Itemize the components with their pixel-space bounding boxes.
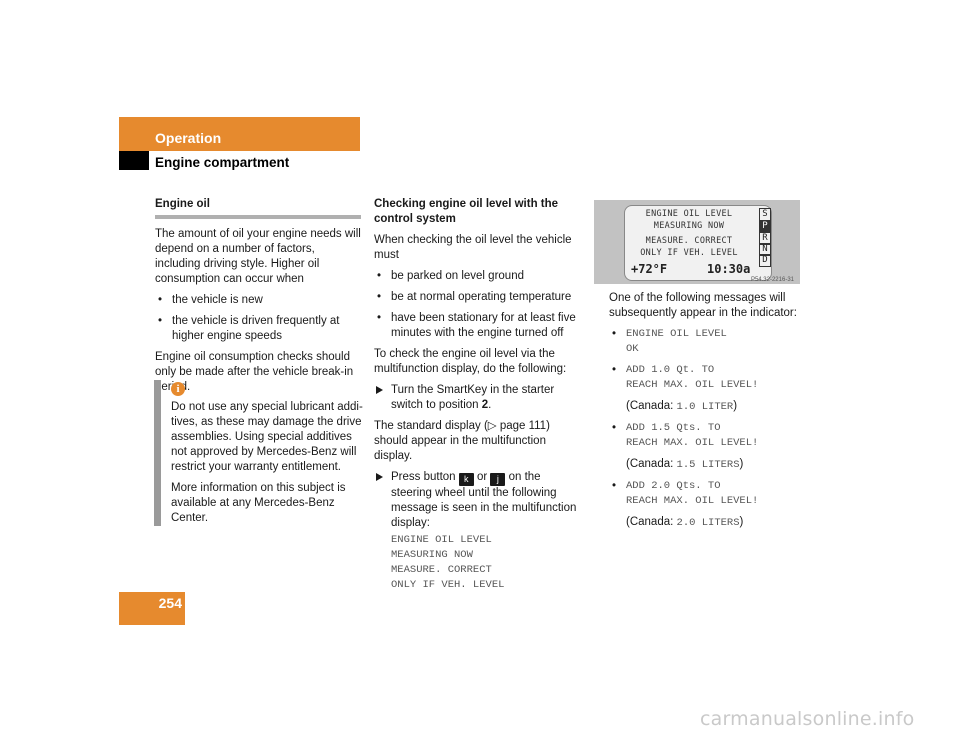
step-text: on the steering wheel until the followin… xyxy=(391,471,577,529)
message-line: ADD 1.0 Qt. TO xyxy=(626,364,715,376)
step-1: Turn the SmartKey in the starter switch … xyxy=(374,383,582,413)
engine-oil-heading: Engine oil xyxy=(155,197,361,219)
lcd-screen: ENGINE OIL LEVEL MEASURING NOW MEASURE. … xyxy=(624,205,772,281)
key-position: 2 xyxy=(481,399,489,411)
clock-readout: 10:30a xyxy=(707,262,751,276)
list-item: have been stationary for at least five m… xyxy=(374,311,582,341)
info-text: Do not use any special lubricant addi-ti… xyxy=(171,400,363,532)
column-messages: One of the following messages will subse… xyxy=(609,291,799,537)
list-item: be at normal operating temperature xyxy=(374,290,582,305)
list-item: ADD 1.5 Qts. TO REACH MAX. OIL LEVEL! (C… xyxy=(609,421,799,473)
canada-note: (Canada: 1.0 LITER) xyxy=(626,399,799,415)
header-marker xyxy=(119,151,149,170)
lcd-line: ONLY IF VEH. LEVEL xyxy=(640,248,738,258)
step-text: Press button xyxy=(391,471,459,483)
canada-end: ) xyxy=(733,400,738,412)
step-arrow-icon xyxy=(376,473,383,481)
gear-indicator: D xyxy=(759,254,771,267)
checking-heading: Checking engine oil level with the contr… xyxy=(374,198,559,225)
message-line: REACH MAX. OIL LEVEL! xyxy=(626,379,759,391)
header-band xyxy=(119,117,360,151)
message-line: ADD 1.5 Qts. TO xyxy=(626,422,721,434)
messages-intro: One of the following messages will subse… xyxy=(609,292,797,319)
info-note: i Do not use any special lubricant addi-… xyxy=(154,380,363,526)
condition-list: be parked on level ground be at normal o… xyxy=(374,269,582,341)
list-item: the vehicle is new xyxy=(155,293,361,308)
up-button-icon: k xyxy=(458,473,474,486)
lcd-line: MEASURING NOW xyxy=(653,221,725,231)
message-list: ENGINE OIL LEVEL OK ADD 1.0 Qt. TO REACH… xyxy=(609,327,799,531)
list-item: be parked on level ground xyxy=(374,269,582,284)
message-line: MEASURE. CORRECT xyxy=(391,564,492,576)
consumption-factor-list: the vehicle is new the vehicle is driven… xyxy=(155,293,361,344)
watermark: carmanualsonline.info xyxy=(700,708,915,730)
subsection-title: Engine compartment xyxy=(155,155,290,170)
lcd-line: ENGINE OIL LEVEL xyxy=(645,209,733,219)
message-line: ENGINE OIL LEVEL xyxy=(391,534,492,546)
temperature-readout: +72°F xyxy=(631,262,668,276)
page-number: 254 xyxy=(158,595,182,611)
info-icon: i xyxy=(171,382,185,396)
down-button-icon: j xyxy=(490,473,506,486)
display-message: ENGINE OIL LEVEL MEASURING NOW MEASURE. … xyxy=(391,533,582,593)
canada-label: (Canada: xyxy=(626,400,677,412)
canada-value: 1.0 LITER xyxy=(676,401,734,413)
canada-value: 2.0 LITERS xyxy=(676,517,740,529)
canada-note: (Canada: 1.5 LITERS) xyxy=(626,457,799,473)
canada-value: 1.5 LITERS xyxy=(676,459,740,471)
engine-oil-intro: The amount of oil your engine needs will… xyxy=(155,228,361,285)
procedure-intro: To check the engine oil level via the mu… xyxy=(374,348,567,375)
step-2: Press button k or j on the steering whee… xyxy=(374,470,582,593)
image-code: P54.32-2216-31 xyxy=(750,277,794,283)
list-item: the vehicle is driven frequently at high… xyxy=(155,314,361,344)
step-end: . xyxy=(488,399,492,411)
message-line: ADD 2.0 Qts. TO xyxy=(626,480,721,492)
canada-label: (Canada: xyxy=(626,458,677,470)
step-text: or xyxy=(473,471,491,483)
list-item: ADD 1.0 Qt. TO REACH MAX. OIL LEVEL! (Ca… xyxy=(609,363,799,415)
message-line: ONLY IF VEH. LEVEL xyxy=(391,579,505,591)
step-arrow-icon xyxy=(376,386,383,394)
consumption-note: Engine oil consumption checks should onl… xyxy=(155,351,354,393)
multifunction-display-image: ENGINE OIL LEVEL MEASURING NOW MEASURE. … xyxy=(594,200,800,284)
lcd-line: MEASURE. CORRECT xyxy=(645,236,733,246)
column-checking: Checking engine oil level with the contr… xyxy=(374,197,582,599)
info-paragraph: More information on this subject is avai… xyxy=(171,482,346,524)
step-text: Turn the SmartKey in the starter switch … xyxy=(391,384,555,411)
message-line: OK xyxy=(626,343,639,355)
checking-intro: When checking the oil level the vehicle … xyxy=(374,234,572,261)
info-paragraph: Do not use any special lubricant addi-ti… xyxy=(171,401,363,473)
canada-end: ) xyxy=(739,516,744,528)
gear-indicator: R xyxy=(759,232,771,245)
canada-label: (Canada: xyxy=(626,516,677,528)
page-number-band xyxy=(119,592,185,625)
canada-end: ) xyxy=(739,458,744,470)
gear-indicator: N xyxy=(759,243,771,256)
column-engine-oil: Engine oil The amount of oil your engine… xyxy=(155,197,361,401)
canada-note: (Canada: 2.0 LITERS) xyxy=(626,515,799,531)
message-line: MEASURING NOW xyxy=(391,549,473,561)
message-line: REACH MAX. OIL LEVEL! xyxy=(626,437,759,449)
message-line: REACH MAX. OIL LEVEL! xyxy=(626,495,759,507)
section-title: Operation xyxy=(155,130,222,146)
list-item: ADD 2.0 Qts. TO REACH MAX. OIL LEVEL! (C… xyxy=(609,479,799,531)
standard-display-note: The standard display (▷ page 111) should… xyxy=(374,420,550,462)
list-item: ENGINE OIL LEVEL OK xyxy=(609,327,799,357)
info-sidebar xyxy=(154,380,161,526)
message-line: ENGINE OIL LEVEL xyxy=(626,328,727,340)
